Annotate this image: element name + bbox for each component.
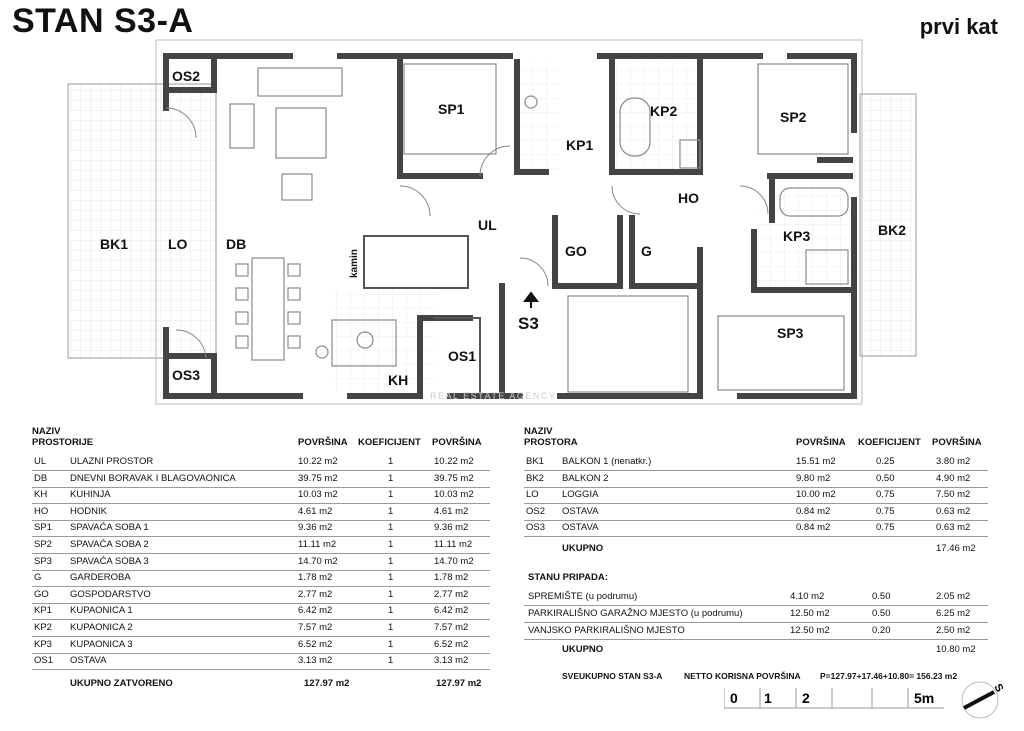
watermark: REAL ESTATE AGENCY	[430, 391, 556, 401]
summary-row: SVEUKUPNO STAN S3-A NETTO KORISNA POVRŠI…	[562, 671, 958, 681]
floor-plan: OS2 SP1 KP1 KP2 SP2 HO BK1 LO DB UL kami…	[67, 39, 917, 405]
label-g: G	[641, 243, 652, 259]
balcony-bk1	[67, 83, 217, 359]
left-table: NAZIV PROSTORIJE POVRŠINA KOEFICIJENT PO…	[32, 424, 490, 694]
room-labels: OS2 SP1 KP1 KP2 SP2 HO BK1 LO DB UL kami…	[100, 68, 906, 388]
right-ukupno2-row: UKUPNO 10.80 m2	[562, 644, 976, 655]
label-sp1: SP1	[438, 101, 465, 117]
door-swings	[165, 107, 769, 359]
floor-label: prvi kat	[919, 14, 998, 39]
north-arrow-icon: S	[961, 681, 1006, 719]
scale-0: 0	[730, 690, 738, 706]
page-title: STAN S3-A	[12, 2, 194, 40]
entrance-arrow-icon	[523, 291, 539, 308]
furniture	[229, 63, 849, 393]
table-row: PARKIRALIŠNO GARAŽNO MJESTO (u podrumu)1…	[524, 606, 988, 623]
scale-5: 5m	[914, 690, 934, 706]
scale-bar: 0 1 2 5m	[724, 688, 944, 709]
label-os2: OS2	[172, 68, 200, 84]
label-kp3: KP3	[783, 228, 810, 244]
right-table: NAZIV PROSTORA POVRŠINA KOEFICIJENT POVR…	[524, 424, 988, 694]
label-bk1: BK1	[100, 236, 128, 252]
label-sp3: SP3	[777, 325, 804, 341]
label-kh: KH	[388, 372, 408, 388]
label-bk2: BK2	[878, 222, 906, 238]
thin-walls	[363, 235, 481, 396]
left-total-row: UKUPNO ZATVORENO 127.97 m2 127.97 m2	[70, 678, 482, 689]
label-ul: UL	[478, 217, 497, 233]
label-s3: S3	[518, 314, 539, 333]
walls	[163, 53, 857, 399]
balcony-bk2	[859, 93, 917, 357]
label-lo: LO	[168, 236, 188, 252]
label-kp2: KP2	[650, 103, 677, 119]
scale-1: 1	[764, 690, 772, 706]
label-ho: HO	[678, 190, 699, 206]
label-kamin: kamin	[349, 249, 360, 278]
label-os3: OS3	[172, 367, 200, 383]
label-db: DB	[226, 236, 246, 252]
pripada-header: STANU PRIPADA:	[528, 572, 608, 583]
right-ukupno-row: UKUPNO 17.46 m2	[562, 543, 976, 554]
scale-2: 2	[802, 690, 810, 706]
label-kp1: KP1	[566, 137, 593, 153]
label-os1: OS1	[448, 348, 476, 364]
label-go: GO	[565, 243, 587, 259]
label-sp2: SP2	[780, 109, 807, 125]
